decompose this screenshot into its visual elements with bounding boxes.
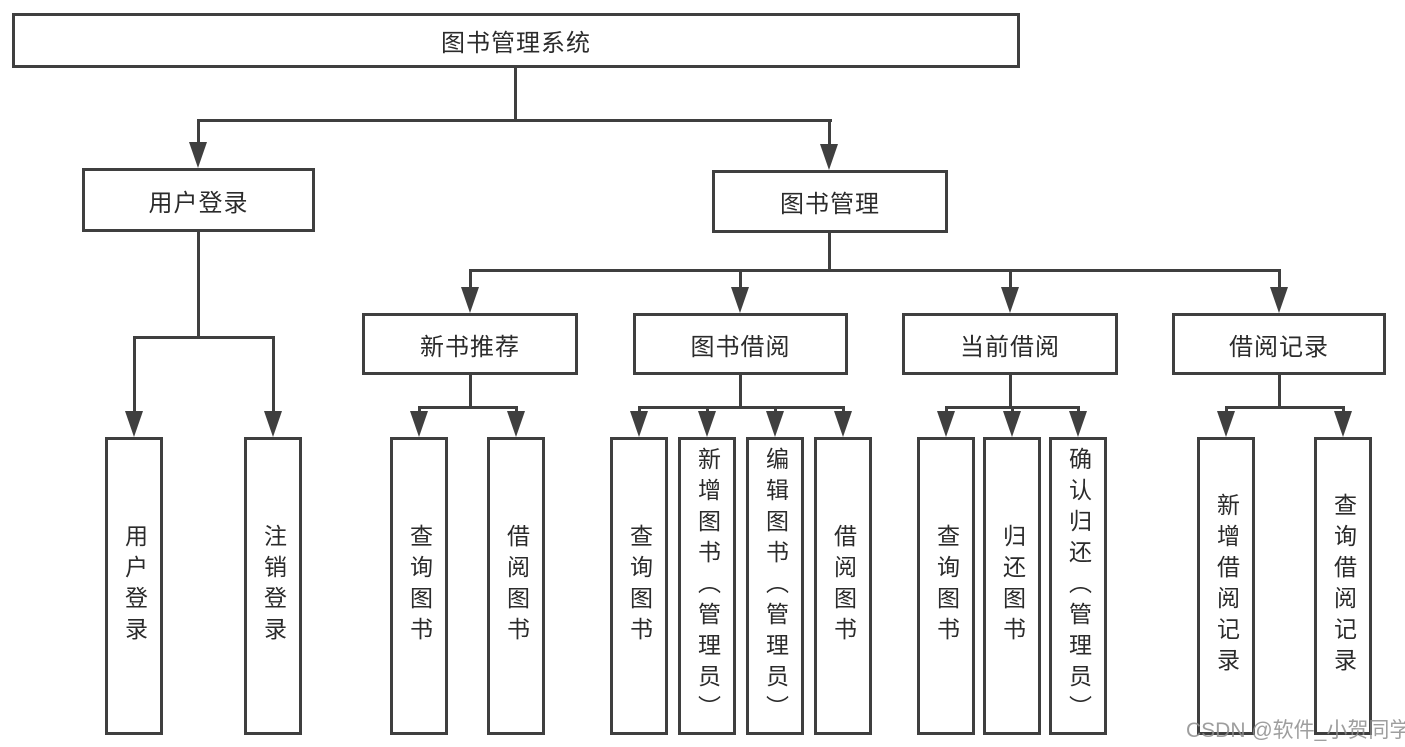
connector-vline xyxy=(418,406,421,414)
connector-vline xyxy=(1342,406,1345,414)
node-leaf-edit-book-admin-label: 编辑图书（管理员） xyxy=(762,446,789,726)
node-book-borrowing: 图书借阅 xyxy=(633,313,848,375)
node-user-login: 用户登录 xyxy=(82,168,315,232)
arrow-down-icon xyxy=(1069,411,1087,437)
arrow-down-icon xyxy=(698,411,716,437)
node-book-management: 图书管理 xyxy=(712,170,948,233)
arrow-down-icon xyxy=(834,411,852,437)
arrow-down-icon xyxy=(1001,287,1019,313)
node-leaf-add-borrow-record: 新增借阅记录 xyxy=(1197,437,1255,735)
arrow-down-icon xyxy=(630,411,648,437)
connector-vline xyxy=(945,406,948,414)
connector-hline xyxy=(1225,406,1344,409)
node-leaf-borrow-books-2-label: 借阅图书 xyxy=(830,524,857,648)
connector-hline xyxy=(638,406,844,409)
connector-vline xyxy=(1278,375,1281,408)
arrow-down-icon xyxy=(1270,287,1288,313)
node-leaf-logout: 注销登录 xyxy=(244,437,302,735)
node-leaf-query-books-1: 查询图书 xyxy=(390,437,448,735)
arrow-down-icon xyxy=(937,411,955,437)
node-leaf-return-books-label: 归还图书 xyxy=(999,524,1026,648)
connector-vline xyxy=(774,406,777,414)
node-new-book-recommend-label: 新书推荐 xyxy=(420,333,520,361)
connector-vline xyxy=(1225,406,1228,414)
connector-vline xyxy=(842,406,845,414)
csdn-watermark: CSDN @软件_小贺同学 xyxy=(1186,719,1405,742)
arrow-down-icon xyxy=(1217,411,1235,437)
connector-vline xyxy=(638,406,641,414)
node-leaf-user-login: 用户登录 xyxy=(105,437,163,735)
arrow-down-icon xyxy=(1003,411,1021,437)
node-leaf-query-books-1-label: 查询图书 xyxy=(406,524,433,648)
node-leaf-borrow-books-1-label: 借阅图书 xyxy=(503,524,530,648)
node-book-management-label: 图书管理 xyxy=(780,191,880,218)
node-leaf-confirm-return-admin: 确认归还（管理员） xyxy=(1049,437,1107,735)
node-leaf-add-book-admin-label: 新增图书（管理员） xyxy=(694,446,721,726)
arrow-down-icon xyxy=(507,411,525,437)
connector-vline xyxy=(197,119,200,145)
node-current-borrowing-label: 当前借阅 xyxy=(960,333,1060,361)
node-leaf-query-borrow-record-label: 查询借阅记录 xyxy=(1330,493,1357,679)
arrow-down-icon xyxy=(1334,411,1352,437)
connector-vline xyxy=(1009,269,1012,289)
connector-vline xyxy=(514,67,517,121)
connector-vline xyxy=(197,232,200,338)
node-leaf-query-books-2-label: 查询图书 xyxy=(626,524,653,648)
connector-hline xyxy=(133,336,275,339)
arrow-down-icon xyxy=(410,411,428,437)
node-leaf-add-borrow-record-label: 新增借阅记录 xyxy=(1213,493,1240,679)
connector-vline xyxy=(1011,406,1014,414)
arrow-down-icon xyxy=(125,411,143,437)
node-leaf-confirm-return-admin-label: 确认归还（管理员） xyxy=(1065,446,1092,726)
node-leaf-query-borrow-record: 查询借阅记录 xyxy=(1314,437,1372,735)
connector-vline xyxy=(469,269,472,289)
node-current-borrowing: 当前借阅 xyxy=(902,313,1118,375)
connector-vline xyxy=(469,375,472,408)
connector-vline xyxy=(739,269,742,289)
connector-hline xyxy=(418,406,518,409)
node-leaf-borrow-books-1: 借阅图书 xyxy=(487,437,545,735)
connector-vline xyxy=(706,406,709,414)
node-leaf-logout-label: 注销登录 xyxy=(260,524,287,648)
connector-hline xyxy=(197,119,832,122)
connector-vline xyxy=(739,375,742,408)
connector-vline xyxy=(1009,375,1012,408)
arrow-down-icon xyxy=(766,411,784,437)
node-leaf-user-login-label: 用户登录 xyxy=(121,524,148,648)
node-leaf-query-books-3: 查询图书 xyxy=(917,437,975,735)
node-borrowing-records: 借阅记录 xyxy=(1172,313,1386,375)
node-leaf-add-book-admin: 新增图书（管理员） xyxy=(678,437,736,735)
connector-vline xyxy=(1278,269,1281,289)
connector-vline xyxy=(272,336,275,413)
node-leaf-return-books: 归还图书 xyxy=(983,437,1041,735)
node-leaf-query-books-2: 查询图书 xyxy=(610,437,668,735)
arrow-down-icon xyxy=(264,411,282,437)
connector-vline xyxy=(515,406,518,414)
node-root: 图书管理系统 xyxy=(12,13,1020,68)
node-leaf-edit-book-admin: 编辑图书（管理员） xyxy=(746,437,804,735)
connector-vline xyxy=(828,233,831,271)
node-book-borrowing-label: 图书借阅 xyxy=(690,333,791,361)
node-leaf-query-books-3-label: 查询图书 xyxy=(933,524,960,648)
arrow-down-icon xyxy=(820,144,838,170)
connector-hline xyxy=(469,269,1281,272)
node-borrowing-records-label: 借阅记录 xyxy=(1229,333,1329,361)
connector-vline xyxy=(133,336,136,413)
node-root-label: 图书管理系统 xyxy=(441,30,591,57)
arrow-down-icon xyxy=(461,287,479,313)
connector-vline xyxy=(828,119,831,147)
arrow-down-icon xyxy=(731,287,749,313)
node-leaf-borrow-books-2: 借阅图书 xyxy=(814,437,872,735)
arrow-down-icon xyxy=(189,142,207,168)
node-user-login-label: 用户登录 xyxy=(148,189,249,217)
node-new-book-recommend: 新书推荐 xyxy=(362,313,578,375)
connector-vline xyxy=(1077,406,1080,414)
